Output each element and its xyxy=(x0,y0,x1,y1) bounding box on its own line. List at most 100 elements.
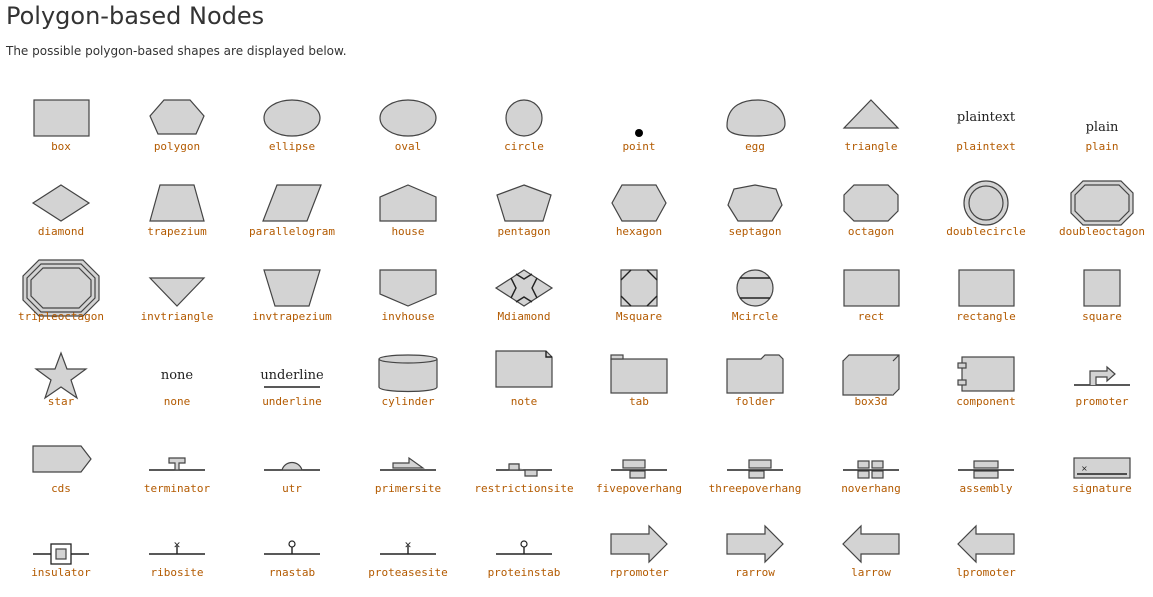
shape-cell-tripleoctagon: tripleoctagon xyxy=(6,259,116,340)
shape-cell-doubleoctagon: doubleoctagon xyxy=(1047,175,1153,255)
shape-cell-restrictionsite: restrictionsite xyxy=(469,432,579,512)
shape-egg-icon xyxy=(726,99,786,137)
shape-house-icon xyxy=(379,184,437,222)
shape-label: fivepoverhang xyxy=(595,482,683,495)
shape-cell-rnastab: rnastab xyxy=(237,516,347,596)
shape-tripleoctagon-icon xyxy=(22,259,100,317)
shape-label: octagon xyxy=(847,225,895,238)
shape-rnastab-icon xyxy=(264,540,320,555)
shape-cell-larrow: larrow xyxy=(816,516,926,596)
shape-mcircle-icon xyxy=(736,269,774,307)
shape-cell-invtriangle: invtriangle xyxy=(122,260,232,340)
shape-label: rpromoter xyxy=(609,566,669,579)
shape-label: invhouse xyxy=(381,310,435,323)
shape-terminator-icon xyxy=(149,457,205,471)
shape-label: invtrapezium xyxy=(252,310,332,323)
shape-cell-terminator: terminator xyxy=(122,432,232,512)
shape-cell-house: house xyxy=(353,175,463,255)
shape-label: rarrow xyxy=(735,566,775,579)
shape-label: larrow xyxy=(851,566,891,579)
shape-cell-utr: utr xyxy=(237,432,347,512)
shape-cell-rectangle: rectangle xyxy=(931,260,1041,340)
shape-label: terminator xyxy=(143,482,211,495)
shape-octagon-icon xyxy=(843,184,899,222)
shape-label: none xyxy=(163,395,191,408)
shape-oval-icon xyxy=(379,99,437,137)
shape-fivepoverhang-icon xyxy=(611,459,667,479)
shape-septagon-icon xyxy=(727,184,783,222)
shape-note-icon xyxy=(495,350,553,388)
svg-text:✕: ✕ xyxy=(404,541,412,551)
shape-cell-polygon: polygon xyxy=(122,90,232,170)
shape-label: oval xyxy=(394,140,422,153)
shape-plain-icon: plain xyxy=(1086,120,1119,135)
shape-cell-signature: ×signature xyxy=(1047,432,1153,512)
shape-cell-ribosite: ✕ribosite xyxy=(122,516,232,596)
shape-cell-proteasesite: ✕ proteasesite xyxy=(353,516,463,596)
shape-proteasesite-icon: ✕ xyxy=(380,541,436,555)
shape-label: square xyxy=(1082,310,1122,323)
shape-label: star xyxy=(47,395,75,408)
shape-cell-triangle: triangle xyxy=(816,90,926,170)
shape-star-icon xyxy=(34,351,88,400)
shape-label: box xyxy=(51,140,71,153)
shape-cell-square: square xyxy=(1047,260,1153,340)
shape-label: tab xyxy=(629,395,649,408)
shape-label: house xyxy=(391,225,425,238)
page-title: Polygon-based Nodes xyxy=(6,2,265,30)
shape-cell-octagon: octagon xyxy=(816,175,926,255)
shape-cell-pentagon: pentagon xyxy=(469,175,579,255)
shape-cell-cds: cds xyxy=(6,432,116,512)
shape-cell-star: star xyxy=(6,345,116,425)
shape-cell-assembly: assembly xyxy=(931,432,1041,512)
shape-insulator-icon xyxy=(33,543,89,565)
shape-label: insulator xyxy=(31,566,91,579)
shape-label: assembly xyxy=(959,482,1013,495)
shape-doubleoctagon-icon xyxy=(1070,180,1134,226)
shape-label: invtriangle xyxy=(140,310,214,323)
shape-tab-icon xyxy=(610,354,668,394)
shape-pentagon-icon xyxy=(496,184,552,222)
shape-invtriangle-icon xyxy=(148,277,206,307)
shape-doublecircle-icon xyxy=(963,180,1009,226)
shape-cell-msquare: Msquare xyxy=(584,260,694,340)
shape-label: pentagon xyxy=(497,225,551,238)
shape-label: proteasesite xyxy=(368,566,448,579)
shape-cell-box: box xyxy=(6,90,116,170)
shape-plaintext-icon: plaintext xyxy=(957,110,1016,125)
shape-trapezium-icon xyxy=(149,184,205,222)
shape-label: trapezium xyxy=(147,225,207,238)
shape-invtrapezium-icon xyxy=(263,269,321,307)
shape-label: cds xyxy=(51,482,71,495)
shape-signature-icon: × xyxy=(1073,457,1131,479)
shape-rect-icon xyxy=(843,269,900,307)
shape-lpromoter-icon xyxy=(957,524,1015,564)
shape-label: promoter xyxy=(1075,395,1129,408)
shape-label: proteinstab xyxy=(487,566,561,579)
svg-text:underline: underline xyxy=(260,368,324,383)
shape-cell-primersite: primersite xyxy=(353,432,463,512)
shape-triangle-icon xyxy=(842,99,900,129)
shape-cell-fivepoverhang: fivepoverhang xyxy=(584,432,694,512)
shape-cds-icon xyxy=(32,445,92,473)
shape-primersite-icon xyxy=(380,456,436,471)
shape-cell-tab: tab xyxy=(584,345,694,425)
shape-cylinder-icon xyxy=(378,354,438,393)
shape-label: rect xyxy=(857,310,885,323)
shape-cell-box3d: box3d xyxy=(816,345,926,425)
shape-label: polygon xyxy=(153,140,201,153)
shape-cell-circle: circle xyxy=(469,90,579,170)
svg-text:none: none xyxy=(161,368,194,383)
shape-cell-plaintext: plaintext plaintext xyxy=(931,90,1041,170)
shape-rpromoter-icon xyxy=(610,524,668,564)
shape-cell-invtrapezium: invtrapezium xyxy=(237,260,347,340)
shape-cell-cylinder: cylinder xyxy=(353,345,463,425)
shape-invhouse-icon xyxy=(379,269,437,307)
shape-mdiamond-icon xyxy=(494,269,554,307)
shape-cell-oval: oval xyxy=(353,90,463,170)
shape-label: diamond xyxy=(37,225,85,238)
shape-label: plaintext xyxy=(956,140,1016,153)
shape-label: parallelogram xyxy=(248,225,336,238)
